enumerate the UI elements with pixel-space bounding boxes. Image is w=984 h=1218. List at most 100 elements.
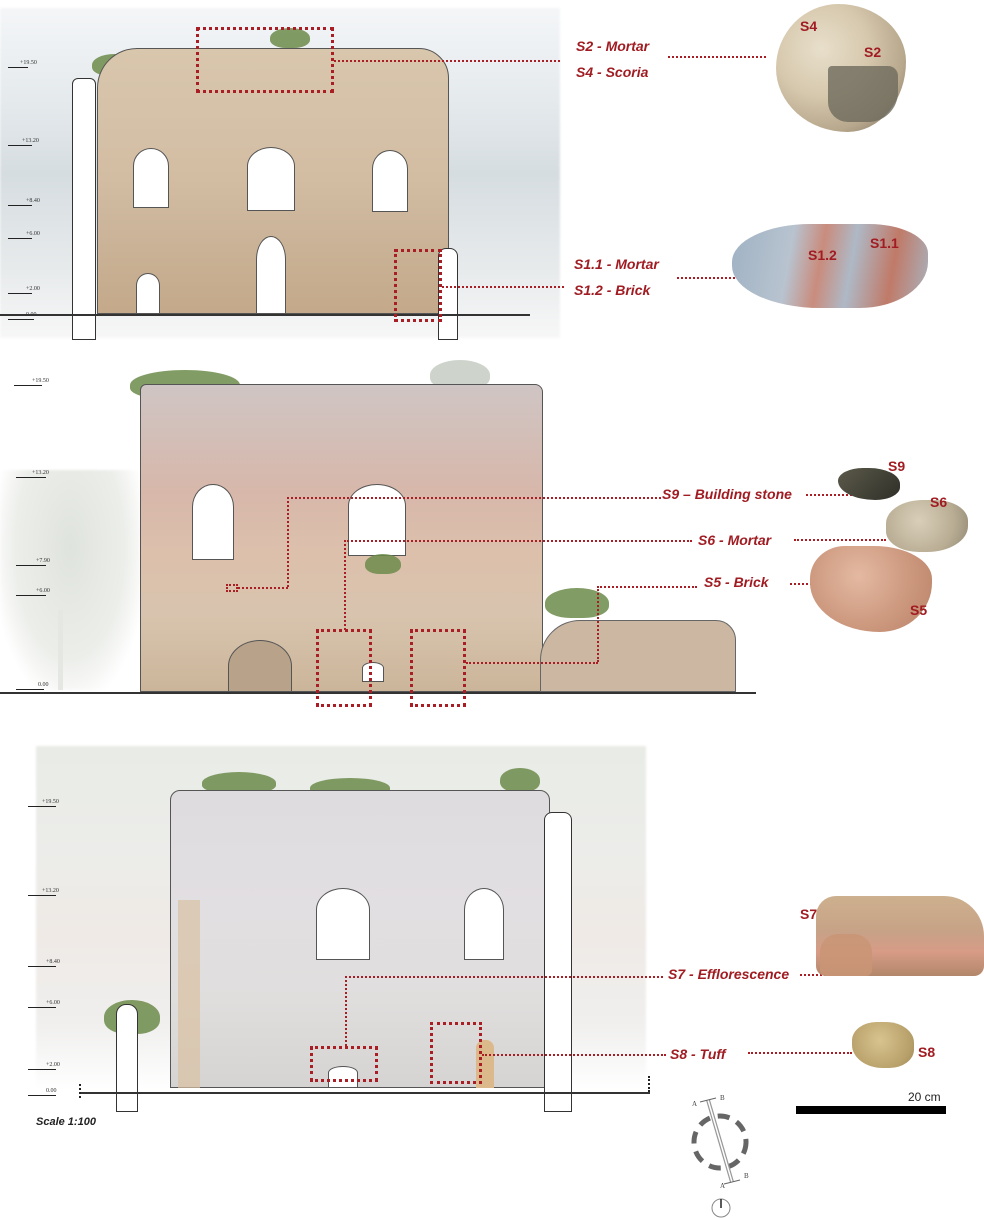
facade-lower-annex	[540, 620, 736, 692]
leader-line	[794, 539, 886, 541]
window-opening	[316, 888, 370, 960]
level-label: +2.00	[26, 286, 40, 292]
leader-line	[466, 662, 598, 664]
ground-line	[0, 692, 756, 694]
sample-area-box	[430, 1022, 482, 1084]
sample-tag-s1-2: S1.2	[808, 247, 837, 263]
sample-tag-s4: S4	[800, 18, 818, 34]
leader-line	[287, 497, 289, 587]
level-label: +19.50	[20, 60, 37, 66]
sample-photo-s5	[810, 546, 932, 632]
vegetation	[365, 554, 401, 574]
level-label: +6.00	[26, 231, 40, 237]
sample-tag-s8: S8	[918, 1044, 936, 1060]
sample-label-s6: S6 - Mortar	[698, 532, 772, 548]
leader-line	[677, 277, 783, 279]
section-pier	[544, 812, 572, 1112]
sample-tag-s5: S5	[910, 602, 928, 618]
sample-label-s2: S2 - Mortar	[576, 38, 650, 54]
hand-holding-sample	[820, 934, 872, 976]
level-label: +13.20	[22, 138, 39, 144]
sample-area-box	[316, 629, 372, 707]
sample-tag-s2: S2	[864, 44, 882, 60]
leader-line	[668, 56, 766, 58]
ground-line	[0, 314, 530, 316]
section-label-b: B	[744, 1172, 749, 1180]
vegetation	[545, 588, 609, 618]
sample-label-s5: S5 - Brick	[704, 574, 769, 590]
ground-line	[80, 1092, 650, 1094]
sample-tag-s1-1: S1.1	[870, 235, 899, 251]
sample-area-box	[196, 27, 334, 93]
sample-photo-s6	[886, 500, 968, 552]
leader-line	[806, 494, 852, 496]
section-pier	[438, 248, 458, 340]
window-opening	[372, 150, 408, 212]
leader-line	[344, 540, 346, 630]
leader-line	[597, 586, 599, 662]
leader-line	[334, 60, 560, 62]
window-opening	[247, 147, 295, 211]
side-buttress	[178, 900, 200, 1088]
drawing-scale: Scale 1:100	[36, 1116, 96, 1128]
section-mark	[79, 1084, 83, 1098]
window-opening	[192, 484, 234, 560]
section-label-a: A	[720, 1182, 726, 1190]
level-label: +13.20	[32, 470, 49, 476]
section-pier	[72, 78, 96, 340]
small-opening	[362, 662, 384, 682]
vegetation	[500, 768, 540, 792]
scalebar	[796, 1106, 946, 1114]
level-label: +7.90	[36, 558, 50, 564]
sample-tag-s7: S7	[800, 906, 818, 922]
sample-area-box	[394, 249, 442, 322]
tree-trunk	[58, 610, 63, 690]
door-opening	[256, 236, 286, 314]
sample-label-s8: S8 - Tuff	[670, 1046, 726, 1062]
level-label: +6.00	[36, 588, 50, 594]
sample-label-s1-1: S1.1 - Mortar	[574, 256, 659, 272]
level-label: +8.40	[26, 198, 40, 204]
arch-opening	[228, 640, 292, 692]
sample-area-box	[410, 629, 466, 707]
sample-label-s7: S7 - Efflorescence	[668, 966, 790, 982]
level-label: +8.40	[46, 959, 60, 965]
sample-tag-s9: S9	[888, 458, 906, 474]
leader-line	[238, 587, 288, 589]
section-mark	[648, 1076, 652, 1092]
level-label: +13.20	[42, 888, 59, 894]
level-label: 0.00	[46, 1088, 57, 1094]
leader-line	[748, 1052, 852, 1054]
leader-line	[287, 497, 661, 499]
level-label: +6.00	[46, 1000, 60, 1006]
key-plan-icon	[691, 1097, 749, 1218]
sample-label-s9: S9 – Building stone	[662, 486, 792, 502]
sample-area-box	[310, 1046, 378, 1082]
section-label-b: B	[720, 1094, 725, 1102]
level-label: +19.50	[32, 378, 49, 384]
vegetation	[270, 28, 310, 48]
section-pier	[116, 1004, 138, 1112]
small-opening	[328, 1066, 358, 1088]
background-tree	[0, 470, 140, 690]
sample-label-s4: S4 - Scoria	[576, 64, 649, 80]
scalebar-label: 20 cm	[908, 1090, 941, 1104]
sample-label-s1-2: S1.2 - Brick	[574, 282, 651, 298]
level-label: +19.50	[42, 799, 59, 805]
leader-line	[482, 1054, 666, 1056]
leader-line	[597, 586, 697, 588]
vegetation	[202, 772, 276, 794]
leader-line	[790, 583, 812, 585]
sample-area-box	[226, 584, 238, 592]
sample-photo-s2-dark-area	[828, 66, 898, 122]
leader-line	[442, 286, 564, 288]
window-opening	[348, 484, 406, 556]
leader-line	[344, 540, 692, 542]
level-label: +2.00	[46, 1062, 60, 1068]
sample-photo-s1	[732, 224, 928, 308]
leader-line	[345, 976, 663, 978]
window-opening	[133, 148, 169, 208]
leader-line	[345, 976, 347, 1046]
sample-tag-s6: S6	[930, 494, 948, 510]
window-opening	[464, 888, 504, 960]
